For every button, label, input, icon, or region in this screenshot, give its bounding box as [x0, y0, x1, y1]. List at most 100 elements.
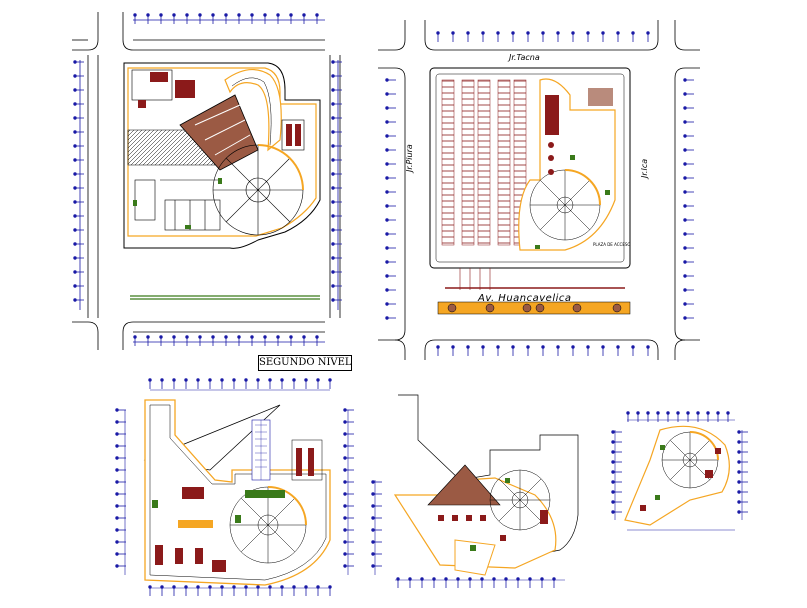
grid-bubble	[250, 335, 254, 339]
plan4-tick-marks	[371, 480, 556, 588]
grid-bubble	[371, 528, 375, 532]
site-street-frame	[378, 20, 700, 360]
parking-row	[441, 79, 455, 246]
grid-bubble	[73, 116, 77, 120]
grid-bubble	[646, 411, 650, 415]
plan3-green-row	[245, 490, 285, 498]
grid-bubble	[343, 408, 347, 412]
plan-fourth-level	[611, 411, 748, 531]
grid-bubble	[601, 31, 605, 35]
plan-second-level	[115, 378, 354, 596]
grid-bubble	[385, 260, 389, 264]
grid-bubble	[385, 176, 389, 180]
grid-bubble	[385, 190, 389, 194]
grid-bubble	[331, 256, 335, 260]
grid-bubble	[683, 274, 687, 278]
grid-bubble	[331, 116, 335, 120]
tree-mark	[522, 303, 532, 313]
plaza-label: PLAZA DE ACCESO	[593, 242, 631, 247]
grid-bubble	[737, 480, 741, 484]
grid-bubble	[601, 345, 605, 349]
grid-bubble	[331, 228, 335, 232]
grid-bubble	[683, 120, 687, 124]
grid-bubble	[115, 516, 119, 520]
plan1-green-planters	[133, 178, 222, 229]
grid-bubble	[371, 552, 375, 556]
grid-bubble	[683, 162, 687, 166]
grid-bubble	[616, 31, 620, 35]
tree-mark	[572, 303, 582, 313]
grid-bubble	[571, 345, 575, 349]
grid-bubble	[683, 260, 687, 264]
grid-bubble	[73, 242, 77, 246]
plan3-furniture	[155, 487, 226, 572]
grid-bubble	[331, 242, 335, 246]
grid-bubble	[683, 232, 687, 236]
grid-bubble	[237, 335, 241, 339]
grid-bubble	[737, 500, 741, 504]
grid-bubble	[250, 13, 254, 17]
grid-bubble	[385, 246, 389, 250]
grid-bubble	[328, 378, 332, 382]
grid-bubble	[237, 13, 241, 17]
grid-bubble	[224, 13, 228, 17]
grid-bubble	[343, 540, 347, 544]
grid-bubble	[556, 345, 560, 349]
street-label-bottom: Av. Huancavelica	[478, 293, 572, 304]
grid-bubble	[331, 298, 335, 302]
grid-bubble	[115, 456, 119, 460]
plan5-tick-marks	[611, 411, 748, 514]
grid-bubble	[385, 134, 389, 138]
grid-bubble	[385, 274, 389, 278]
grid-bubble	[683, 190, 687, 194]
grid-bubble	[683, 106, 687, 110]
grid-bubble	[646, 345, 650, 349]
grid-bubble	[185, 13, 189, 17]
grid-bubble	[343, 516, 347, 520]
grid-bubble	[343, 468, 347, 472]
grid-bubble	[302, 13, 306, 17]
grid-bubble	[656, 411, 660, 415]
grid-bubble	[185, 335, 189, 339]
plan3-desk	[178, 520, 213, 528]
avenue-trees	[447, 303, 622, 313]
grid-bubble	[686, 411, 690, 415]
site-entry-stripes	[459, 268, 491, 290]
avenue-band	[437, 301, 631, 315]
grid-bubble	[611, 440, 615, 444]
site-brown-patch	[588, 88, 613, 106]
grid-bubble	[436, 31, 440, 35]
grid-bubble	[683, 302, 687, 306]
grid-bubble	[73, 172, 77, 176]
grid-bubble	[611, 470, 615, 474]
grid-bubble	[451, 31, 455, 35]
grid-bubble	[280, 378, 284, 382]
grid-bubble	[631, 345, 635, 349]
grid-bubble	[331, 130, 335, 134]
grid-bubble	[676, 411, 680, 415]
grid-bubble	[159, 13, 163, 17]
grid-bubble	[466, 345, 470, 349]
grid-bubble	[511, 345, 515, 349]
plan1-roof-lines	[194, 104, 251, 156]
grid-bubble	[331, 284, 335, 288]
grid-bubble	[115, 528, 119, 532]
grid-bubble	[73, 102, 77, 106]
grid-bubble	[343, 444, 347, 448]
grid-bubble	[683, 288, 687, 292]
grid-bubble	[211, 13, 215, 17]
grid-bubble	[184, 378, 188, 382]
grid-bubble	[133, 13, 137, 17]
grid-bubble	[646, 31, 650, 35]
tree-mark	[612, 303, 622, 313]
tree-mark	[535, 303, 545, 313]
grid-bubble	[331, 200, 335, 204]
grid-bubble	[385, 120, 389, 124]
parking-row	[461, 79, 475, 246]
grid-bubble	[302, 335, 306, 339]
grid-bubble	[683, 204, 687, 208]
grid-bubble	[172, 335, 176, 339]
plan1-green-strip	[130, 295, 320, 300]
grid-bubble	[626, 411, 630, 415]
grid-bubble	[436, 345, 440, 349]
